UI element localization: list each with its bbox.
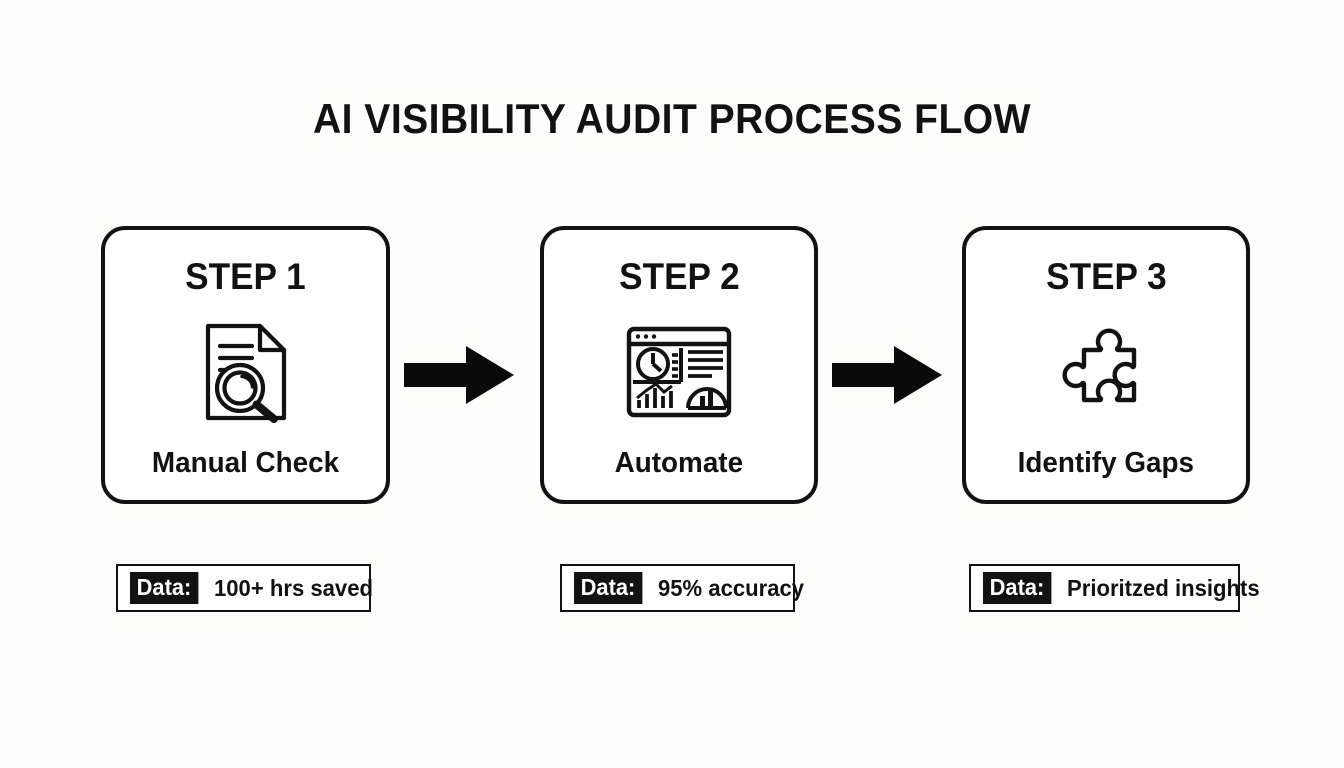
step-3-icon-wrap (966, 298, 1246, 446)
step-2-label: Automate (614, 447, 744, 479)
data-badge-value-2: 95% accuracy (657, 574, 804, 601)
data-badge-step-2: Data: 95% accuracy (560, 564, 804, 612)
data-badge-prefix-3: Data: (983, 572, 1051, 604)
step-1-heading: STEP 1 (185, 256, 306, 297)
data-badge-value-3: Prioritzed insights (1066, 574, 1260, 601)
puzzle-piece-icon (1062, 328, 1137, 403)
step-1-label: Manual Check (151, 447, 340, 479)
data-badge-value-1: 100+ hrs saved (213, 574, 373, 601)
step-1-icon-wrap (105, 298, 386, 446)
step-card-1[interactable]: STEP 1 Manual Check (101, 226, 390, 504)
right-arrow-icon-1 (404, 346, 514, 404)
step-3-label: Identify Gaps (1017, 447, 1195, 479)
step-3-heading: STEP 3 (1045, 256, 1167, 297)
step-2-heading: STEP 2 (618, 256, 740, 297)
data-badge-step-3: Data: Prioritzed insights (969, 564, 1259, 612)
step-card-3[interactable]: STEP 3 Identify Gaps (962, 226, 1250, 504)
document-magnifier-icon (205, 323, 286, 423)
step-2-icon-wrap (544, 298, 814, 446)
data-badge-prefix-2: Data: (574, 572, 642, 604)
right-arrow-icon-2 (832, 346, 942, 404)
dashboard-analytics-icon (626, 326, 732, 418)
page-title: AI VISIBILITY AUDIT PROCESS FLOW (312, 95, 1031, 142)
step-card-2[interactable]: STEP 2 (540, 226, 818, 504)
data-badge-step-1: Data: 100+ hrs saved (116, 564, 373, 612)
data-badge-prefix-1: Data: (130, 572, 198, 604)
